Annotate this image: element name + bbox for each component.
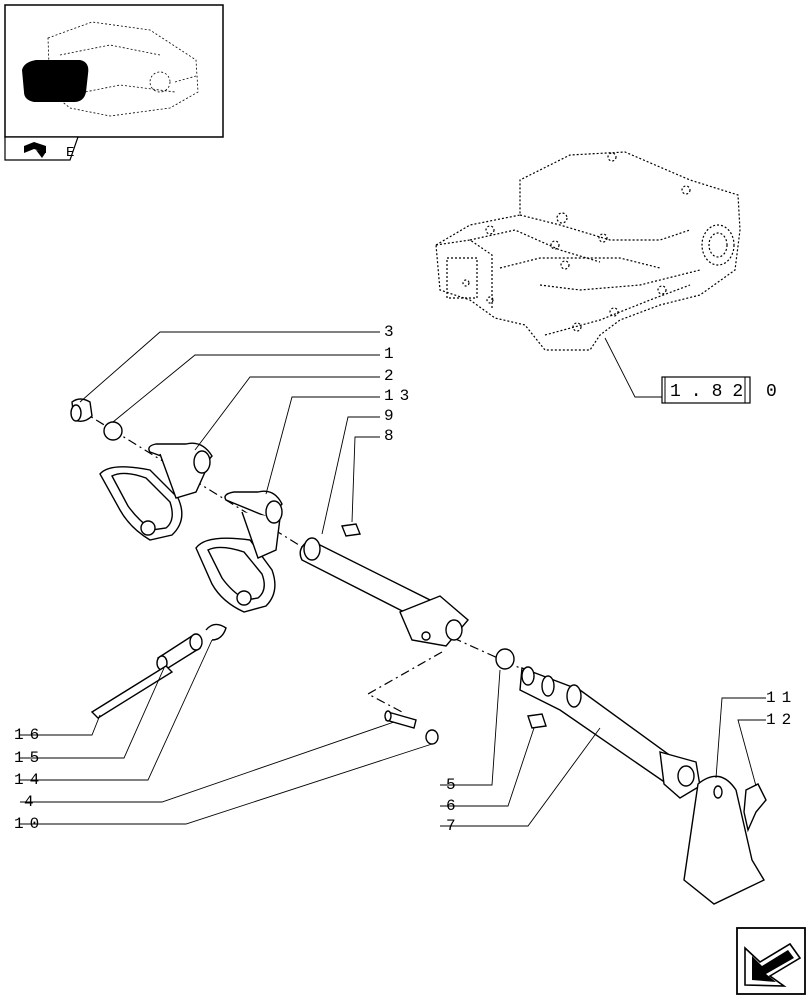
overview-thumbnail[interactable]: E <box>4 4 224 161</box>
thumbnail-label: E <box>66 145 74 161</box>
reference-code-box[interactable]: 1.82 0 0 <box>661 376 812 404</box>
callout-7: 7 <box>446 817 462 835</box>
part-13-lever <box>195 490 283 613</box>
callout-4: 4 <box>24 793 40 811</box>
callout-14: 14 <box>14 771 45 789</box>
next-page-arrow-icon <box>744 942 802 987</box>
callout-9: 9 <box>384 407 400 425</box>
callout-10: 10 <box>14 815 45 833</box>
part-7-shaft <box>519 666 701 799</box>
part-3-cap <box>70 398 93 423</box>
thumbnail-housing-image <box>22 21 199 117</box>
callout-8: 8 <box>384 427 400 445</box>
callout-12: 12 <box>766 711 797 729</box>
part-9-shaft <box>299 537 469 647</box>
part-4-pin <box>384 710 417 729</box>
reference-suffix: 0 0 <box>766 382 812 402</box>
part-15-pin <box>156 633 203 671</box>
callout-13: 13 <box>384 387 415 405</box>
part-2-lever <box>99 442 213 541</box>
book-arrow-icon <box>24 142 46 158</box>
part-1-circlip <box>103 421 123 441</box>
part-16-rod <box>90 665 174 719</box>
callout-3: 3 <box>384 323 400 341</box>
callout-15: 15 <box>14 749 45 767</box>
pin-axis <box>366 651 443 713</box>
part-5-circlip <box>495 648 515 670</box>
callout-6: 6 <box>446 797 462 815</box>
reference-code: 1.82 <box>670 382 753 402</box>
callout-1: 1 <box>384 345 400 363</box>
part-11-bracket <box>683 775 765 905</box>
callout-2: 2 <box>384 367 400 385</box>
part-12-clip <box>743 783 767 833</box>
callout-16: 16 <box>14 726 45 744</box>
reference-leader <box>604 337 662 398</box>
part-10-o-ring <box>425 729 439 745</box>
callout-5: 5 <box>446 776 462 794</box>
callout-11: 11 <box>766 689 797 707</box>
part-6-key <box>527 713 547 729</box>
part-14-spring-clip <box>205 623 227 641</box>
leader-lines <box>20 331 766 827</box>
next-page-button[interactable] <box>736 927 806 995</box>
part-8-key <box>341 523 361 537</box>
reference-housing-drawing <box>435 151 741 351</box>
